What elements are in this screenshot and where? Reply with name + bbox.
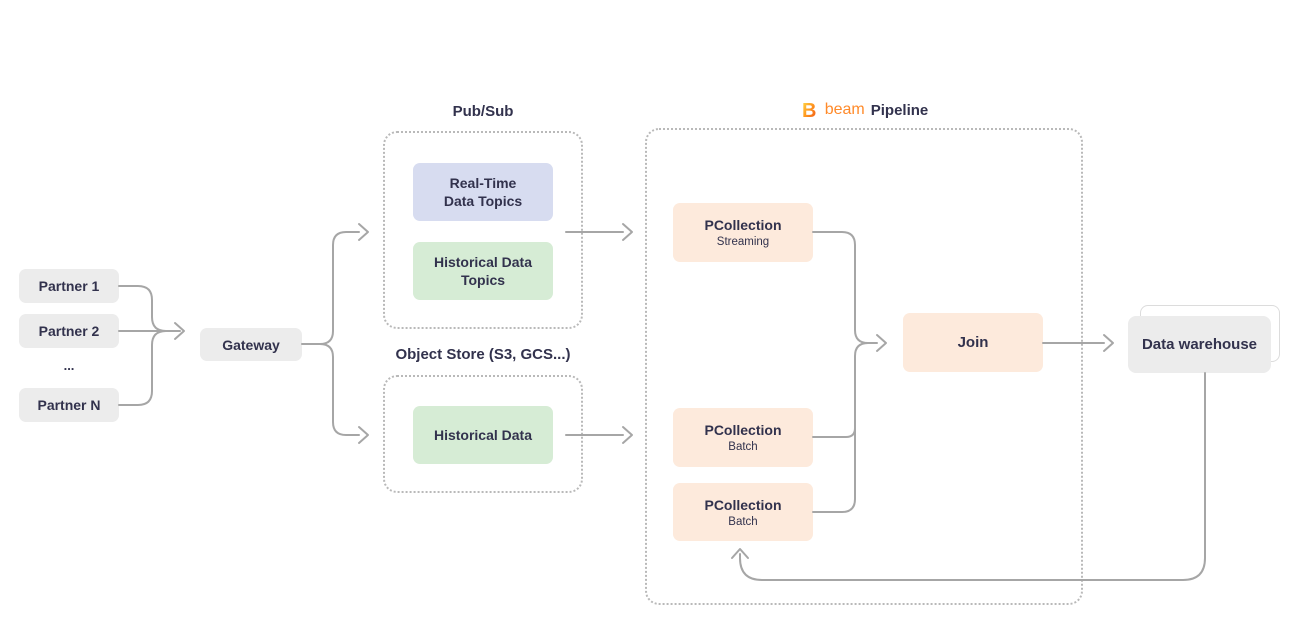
- realtime-topics-line1: Real-Time: [449, 175, 517, 191]
- beam-pipeline-title: Pipeline: [870, 101, 929, 119]
- beam-logo-letter: B: [802, 100, 816, 121]
- arrowhead-into-warehouse: [1103, 334, 1114, 352]
- arrowhead-pubsub-beam: [622, 223, 633, 241]
- join-node: Join: [903, 313, 1043, 372]
- data-warehouse-label: Data warehouse: [1141, 335, 1258, 353]
- wire-partner1-merge: [118, 285, 167, 332]
- historical-data-node: Historical Data: [413, 406, 553, 464]
- pcollection-streaming-node: PCollection Streaming: [673, 203, 813, 262]
- pcollection-streaming-subtitle: Streaming: [716, 236, 770, 248]
- wire-partnerN-merge: [118, 330, 167, 406]
- arrowhead-objectstore-beam: [622, 426, 633, 444]
- historical-topics-node: Historical Data Topics: [413, 242, 553, 300]
- gateway-node: Gateway: [200, 328, 302, 361]
- arrowhead-into-gateway: [174, 322, 185, 340]
- beam-pipeline-header: B beam Pipeline: [745, 99, 985, 121]
- beam-brand-label: beam: [824, 101, 865, 118]
- historical-data-label: Historical Data: [433, 427, 533, 443]
- pcollection-batch1-node: PCollection Batch: [673, 408, 813, 467]
- beam-pipeline-zone: [645, 128, 1083, 605]
- partner-1-node: Partner 1: [19, 269, 119, 303]
- historical-topics-line1: Historical Data: [433, 254, 533, 270]
- historical-topics-line2: Topics: [460, 272, 506, 288]
- data-warehouse-node: Data warehouse: [1128, 316, 1271, 373]
- partners-ellipsis: ...: [63, 358, 75, 373]
- pcollection-batch2-node: PCollection Batch: [673, 483, 813, 541]
- pcollection-streaming-title: PCollection: [704, 217, 782, 233]
- pcollection-batch1-subtitle: Batch: [728, 441, 758, 453]
- partner-1-label: Partner 1: [38, 278, 100, 294]
- pcollection-batch2-subtitle: Batch: [728, 515, 758, 528]
- arrowhead-into-pubsub: [358, 223, 369, 241]
- realtime-topics-line2: Data Topics: [443, 193, 523, 209]
- gateway-label: Gateway: [222, 336, 280, 353]
- pubsub-zone-title: Pub/Sub: [452, 103, 514, 120]
- objectstore-zone-title: Object Store (S3, GCS...): [395, 346, 571, 363]
- join-label: Join: [957, 333, 989, 351]
- arrowhead-into-objectstore: [358, 426, 369, 444]
- partner-2-node: Partner 2: [19, 314, 119, 348]
- pcollection-batch1-title: PCollection: [704, 422, 782, 438]
- partner-n-label: Partner N: [37, 397, 101, 413]
- wire-gateway-to-pubsub: [319, 231, 360, 345]
- beam-logo-icon: B: [802, 100, 816, 121]
- partner-2-label: Partner 2: [38, 323, 100, 339]
- pubsub-zone: [383, 131, 583, 329]
- realtime-topics-node: Real-Time Data Topics: [413, 163, 553, 221]
- partner-n-node: Partner N: [19, 388, 119, 422]
- pcollection-batch2-title: PCollection: [704, 496, 782, 513]
